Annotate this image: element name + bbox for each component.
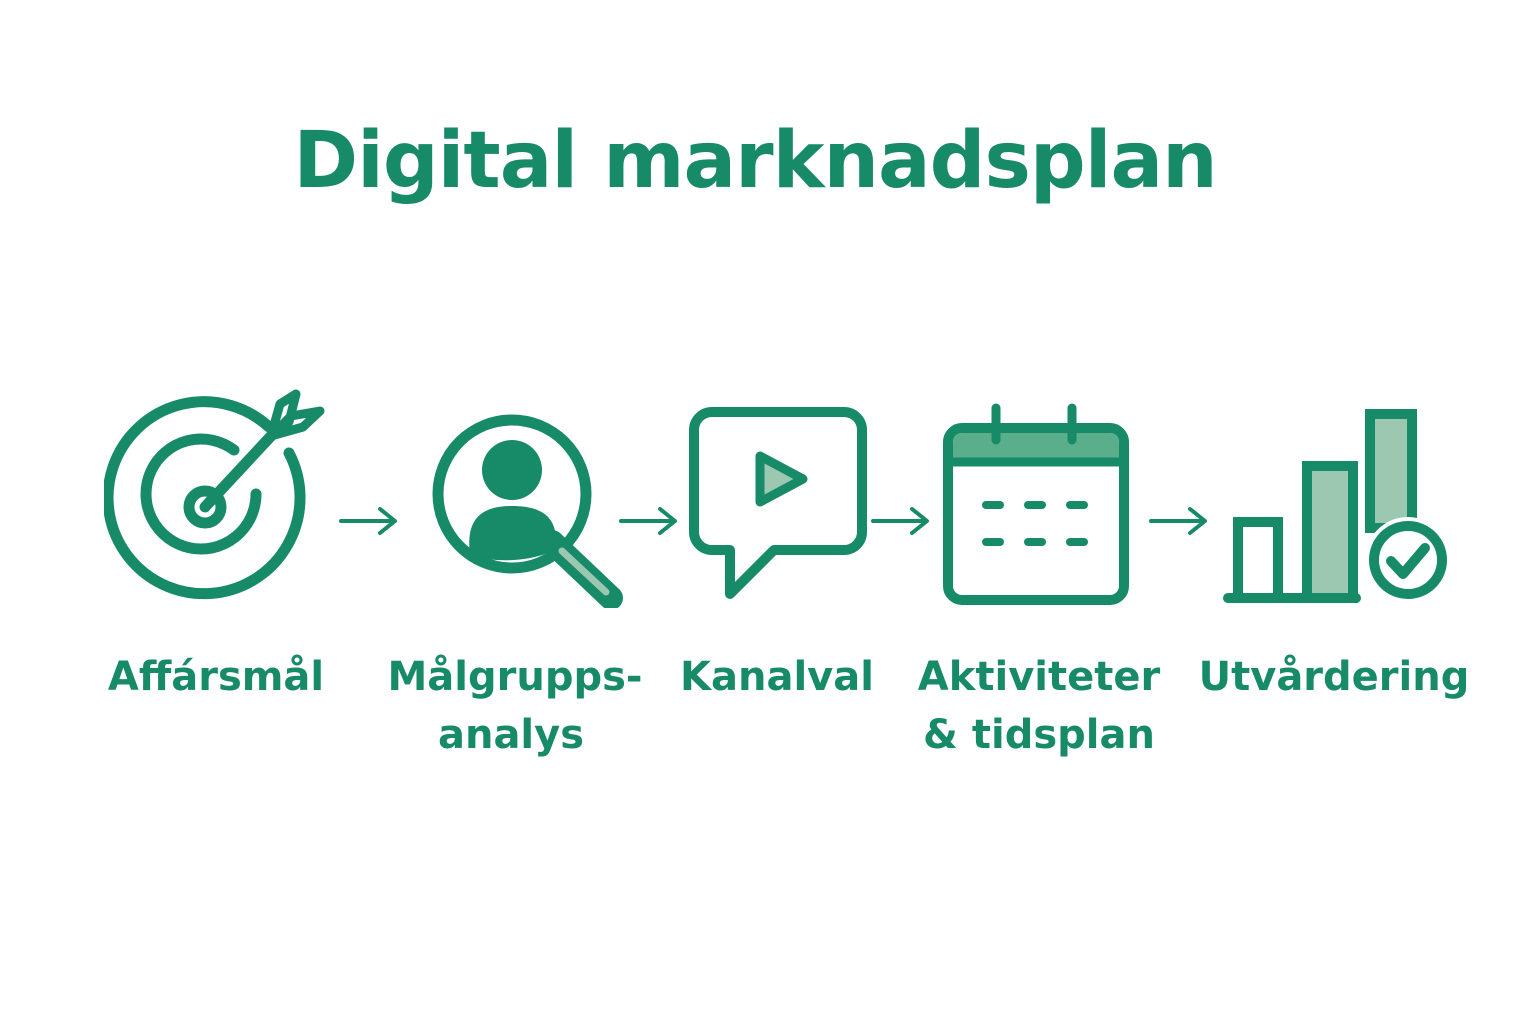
page-title: Digital marknadsplan — [293, 116, 1217, 206]
step-label-line: Kanalval — [680, 654, 874, 700]
arrow-right-icon — [1148, 506, 1210, 536]
person-magnifier-icon — [428, 408, 628, 610]
step-label-line: Målgrupps- — [387, 654, 643, 700]
step-label-aktiviteter: Aktiviteter & tidsplan — [906, 648, 1172, 764]
arrow-right-icon — [338, 506, 400, 536]
step-label-affarsmal: Affársmål — [86, 648, 346, 706]
calendar-icon — [940, 398, 1132, 608]
step-label-line: Utvårdering — [1198, 654, 1470, 700]
step-label-malgruppsanalys: Målgrupps- analys — [380, 648, 650, 764]
arrow-right-icon — [870, 506, 932, 536]
video-chat-bubble-icon — [688, 406, 868, 602]
step-label-kanalval: Kanalval — [664, 648, 890, 706]
step-label-line: analys — [437, 712, 585, 758]
bar-chart-check-icon — [1222, 404, 1452, 610]
step-label-utvardering: Utvårdering — [1196, 648, 1472, 706]
arrow-right-icon — [618, 506, 680, 536]
step-label-line: Aktiviteter — [917, 654, 1161, 700]
target-arrow-icon — [102, 380, 336, 616]
step-label-line: & tidsplan — [923, 712, 1155, 758]
step-label-line: Affársmål — [107, 654, 325, 700]
